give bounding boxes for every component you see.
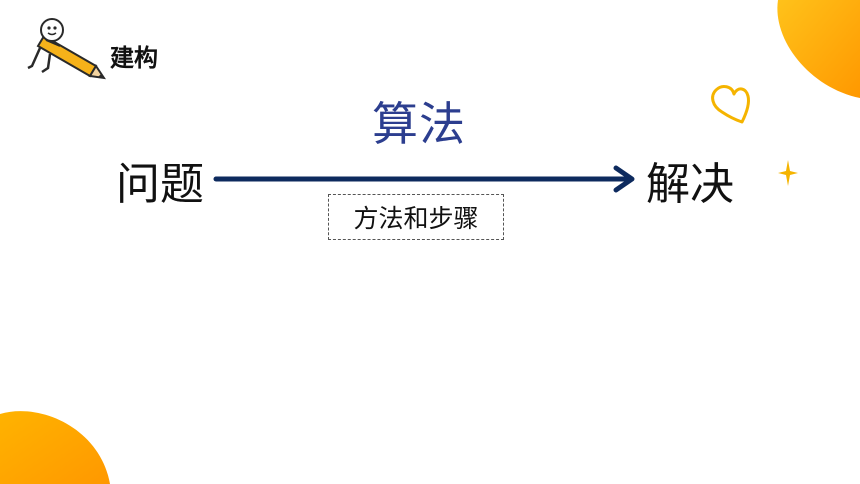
sparkle-icon [778, 160, 798, 186]
heart-outline-icon [711, 85, 750, 124]
method-steps-label: 方法和步骤 [353, 204, 479, 233]
arrow-right-icon [213, 165, 635, 193]
bottom-left-blob [0, 411, 110, 484]
pencil-character-icon [27, 18, 106, 80]
algorithm-label: 算法 [372, 97, 466, 151]
top-right-blob [777, 0, 860, 98]
method-steps-box: 方法和步骤 [328, 194, 504, 240]
problem-label: 问题 [116, 159, 204, 210]
page-title: 建构 [110, 44, 158, 72]
solve-label: 解决 [646, 159, 734, 210]
